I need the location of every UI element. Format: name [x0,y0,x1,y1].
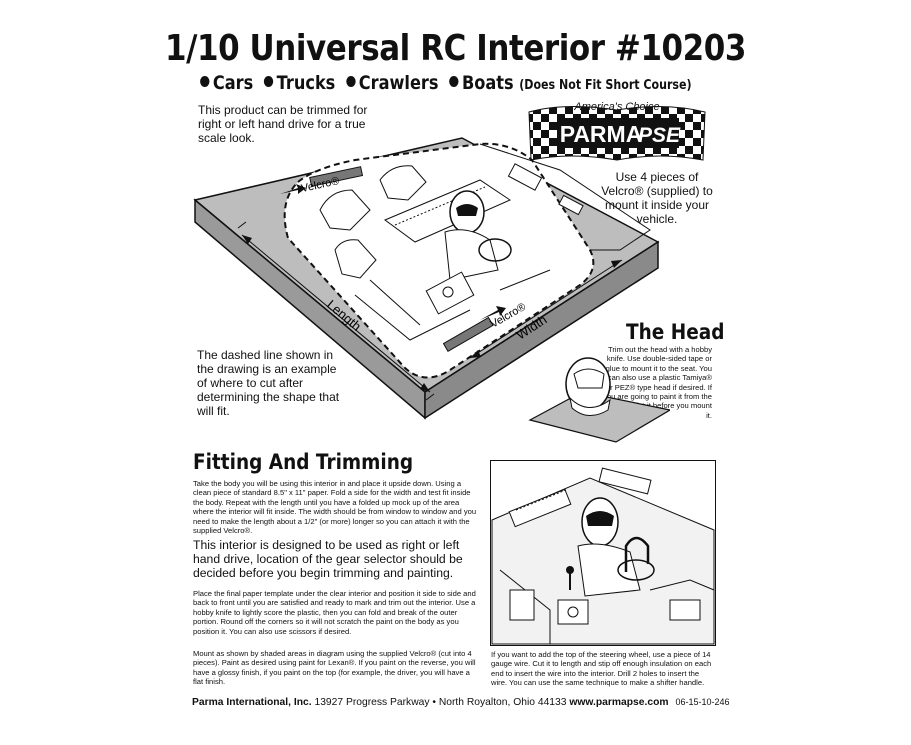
steering-wheel-diagram [490,460,716,646]
footer-address: 13927 Progress Parkway • North Royalton,… [314,697,567,708]
logo-script: America's Choice [573,101,659,113]
bullet-icon [200,76,210,87]
velcro-note: Use 4 pieces of Velcro® (supplied) to mo… [601,170,713,226]
fitting-paragraph-4: Mount as shown by shaded areas in diagra… [193,649,476,687]
interior-diagram: Velcro® Velcro® Length Width [193,137,660,420]
page-title: 1/10 Universal RC Interior #10203 [164,28,747,69]
category-boats: Boats [461,72,514,94]
parma-logo: America's Choice PARMA PSE [528,101,706,161]
category-crawlers: Crawlers [358,72,439,94]
footer-website: www.parmapse.com [569,697,669,708]
logo-brand: PARMA [560,121,643,147]
bullet-icon [263,76,274,87]
footer: Parma International, Inc. 13927 Progress… [192,697,729,708]
logo-sub: PSE [638,124,681,147]
bullet-icon [449,76,459,87]
dashed-line-note: The dashed line shown in the drawing is … [197,348,340,418]
head-diagram [528,357,670,443]
head-heading: The Head [626,320,725,344]
fitting-paragraph-2: This interior is designed to be used as … [193,538,463,580]
trim-note: This product can be trimmed for right or… [198,103,368,145]
categories-note: (Does Not Fit Short Course) [519,78,692,93]
categories-line: Cars Trucks Crawlers Boats (Does Not Fit… [195,72,692,94]
fitting-heading: Fitting And Trimming [193,450,414,474]
fitting-paragraph-1: Take the body you will be using this int… [193,479,477,536]
footer-code: 06-15-10-246 [675,697,730,707]
category-trucks: Trucks [276,72,336,94]
fitting-paragraph-3: Place the final paper template under the… [193,589,476,636]
head-text: Trim out the head with a hobby knife. Us… [603,345,712,420]
category-cars: Cars [212,72,254,94]
bullet-icon [346,76,356,87]
steering-wheel-note: If you want to add the top of the steeri… [491,650,712,688]
footer-company: Parma International, Inc. [192,697,312,708]
